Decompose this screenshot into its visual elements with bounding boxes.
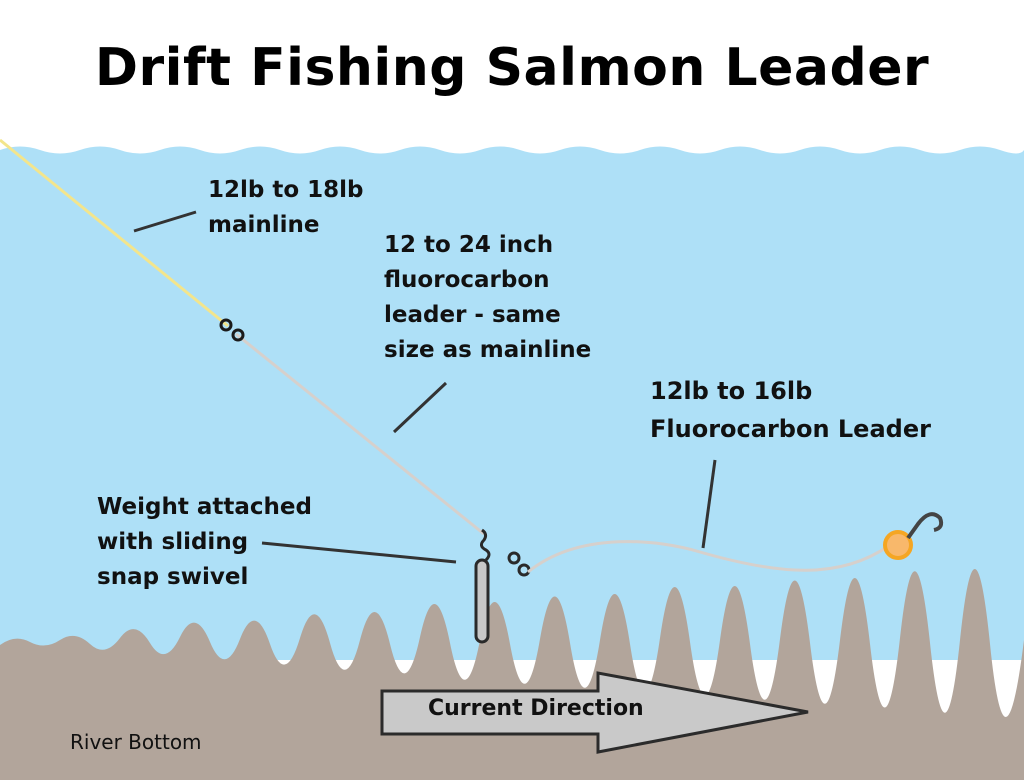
snap-swivel bbox=[479, 528, 491, 562]
label-line: with sliding bbox=[97, 529, 249, 555]
lure bbox=[883, 530, 913, 560]
sinker-weight bbox=[474, 558, 490, 644]
label-line: size as mainline bbox=[384, 337, 592, 363]
barrel-swivel-ring bbox=[219, 318, 233, 332]
hook bbox=[906, 512, 944, 540]
label-line: mainline bbox=[208, 212, 320, 238]
label-weight: Weight attached with sliding snap swivel bbox=[97, 490, 312, 595]
current-direction-arrow bbox=[380, 671, 809, 754]
pointer-long-leader bbox=[701, 459, 717, 549]
label-line: 12 to 24 inch bbox=[384, 232, 554, 258]
mainline bbox=[0, 138, 229, 328]
label-fluorocarbon-leader-short: 12 to 24 inch fluorocarbon leader - same… bbox=[384, 228, 591, 368]
label-mainline: 12lb to 18lb mainline bbox=[208, 173, 364, 243]
label-line: Fluorocarbon Leader bbox=[650, 415, 931, 443]
pointer-weight bbox=[261, 541, 457, 564]
leader-swivel-ring bbox=[507, 551, 521, 565]
riverbed bbox=[0, 568, 1024, 780]
fluorocarbon-leader-long bbox=[527, 540, 891, 574]
label-line: snap swivel bbox=[97, 564, 249, 590]
label-line: 12lb to 18lb bbox=[208, 177, 364, 203]
river-bottom-label: River Bottom bbox=[70, 730, 202, 754]
label-line: Weight attached bbox=[97, 494, 312, 520]
current-direction-label: Current Direction bbox=[428, 696, 644, 721]
fluorocarbon-leader-short bbox=[235, 332, 485, 536]
label-line: leader - same bbox=[384, 302, 561, 328]
label-fluorocarbon-leader-long: 12lb to 16lb Fluorocarbon Leader bbox=[650, 372, 931, 448]
label-line: 12lb to 16lb bbox=[650, 377, 813, 405]
barrel-swivel-ring bbox=[231, 328, 245, 342]
label-line: fluorocarbon bbox=[384, 267, 550, 293]
pointer-short-leader bbox=[392, 381, 448, 434]
diagram-title: Drift Fishing Salmon Leader bbox=[94, 38, 930, 98]
pointer-mainline bbox=[133, 210, 197, 233]
water bbox=[0, 146, 1024, 660]
